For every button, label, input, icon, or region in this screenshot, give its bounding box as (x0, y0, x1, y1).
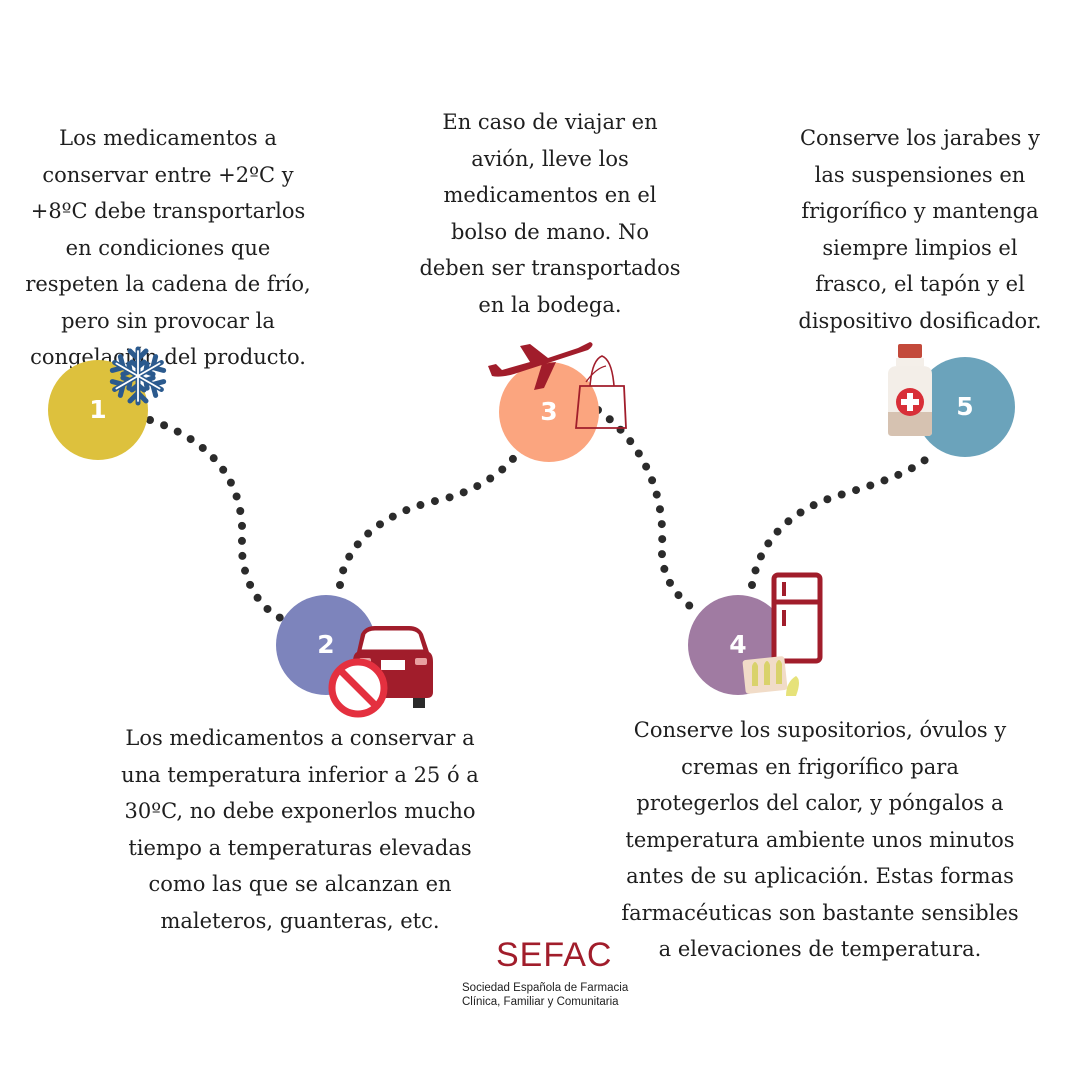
step-4-number: 4 (729, 630, 747, 659)
step-1-number: 1 (89, 395, 107, 424)
step-5-text: Conserve los jarabes y las suspensiones … (798, 126, 1042, 333)
car-prohibited-icon (328, 626, 433, 718)
fridge-icon (771, 572, 823, 664)
step-2-number: 2 (317, 630, 335, 659)
snowflake-icon (106, 346, 170, 408)
airplane-icon (488, 342, 593, 390)
step-1-text: Los medicamentos a conservar entre +2ºC … (25, 126, 311, 369)
sefac-subtitle: Sociedad Española de Farmacia Clínica, F… (462, 982, 629, 1008)
suppository-icon (742, 656, 799, 696)
bag-icon (575, 355, 627, 429)
step-5-number: 5 (956, 392, 974, 421)
step-3-number: 3 (540, 397, 558, 426)
step-4-text: Conserve los supositorios, óvulos y crem… (621, 718, 1019, 961)
sefac-logo: SEFAC (496, 936, 613, 974)
step-3-circle (499, 362, 599, 462)
medicine-bottle-icon (888, 344, 932, 436)
step-2-text: Los medicamentos a conservar a una tempe… (121, 726, 479, 933)
step-3-text: En caso de viajar en avión, lleve los me… (419, 110, 681, 317)
step-5-circle (915, 357, 1015, 457)
